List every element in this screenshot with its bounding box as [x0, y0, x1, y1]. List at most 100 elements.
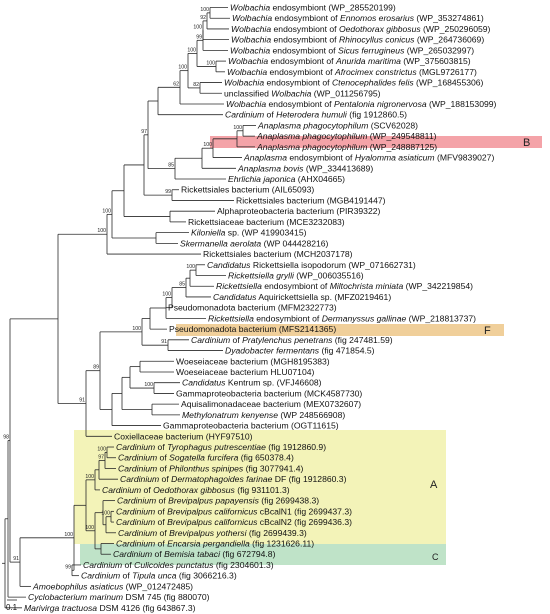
tip-label: Gammaproteobacteria bacterium (MCK458773…	[176, 388, 362, 398]
tip-label: Woeseiaceae bacterium HLU07104)	[176, 367, 315, 377]
tip-label: Wolbachia endosymbiont of Afrocimex cons…	[227, 67, 477, 77]
bootstrap-value: 85	[179, 282, 185, 288]
clade-a-letter: A	[430, 479, 438, 491]
clade-b-letter: B	[523, 137, 530, 149]
tip-label: Amoebophilus asiaticus (WP_012472485)	[32, 581, 193, 591]
tip-label: Cardinium of Heterodera humuli (fig 1912…	[225, 110, 407, 120]
tip-label: Wolbachia endosymbiont (WP_285520199)	[230, 3, 396, 13]
tip-label: Wolbachia endosymbiont of Pentalonia nig…	[226, 99, 497, 109]
bootstrap-value: 99	[65, 564, 71, 570]
tip-label: Ehrlichia japonica (AHX04665)	[228, 174, 345, 184]
tip-label: Dyadobacter fermentans (fig 471854.5)	[225, 346, 375, 356]
tip-label: Kiloniella sp. (WP 419903415)	[191, 228, 307, 238]
tip-label: Cardinium of Philonthus spinipes (fig 30…	[118, 463, 304, 473]
bootstrap-value: 91	[79, 397, 85, 403]
tip-label: Cardinium of Brevipalpus californicus cB…	[116, 506, 352, 516]
bootstrap-value: 100	[206, 60, 215, 66]
tip-label: Rickettsiella endosymbiont of Dermanyssu…	[208, 313, 476, 323]
bootstrap-value: 100	[101, 511, 110, 517]
bootstrap-value: 100	[233, 125, 242, 131]
bootstrap-value: 100	[200, 7, 209, 13]
bootstrap-value: 85	[168, 163, 174, 169]
tip-label: Rickettsiaceae bacterium (MCE3232083)	[188, 217, 345, 227]
bootstrap-value: 100	[187, 47, 196, 53]
bootstrap-value: 82	[193, 82, 199, 88]
tip-label: Cardinium of Brevipalpus californicus cB…	[116, 517, 352, 527]
bootstrap-value: 100	[85, 525, 94, 531]
bootstrap-value: 98	[3, 434, 9, 440]
tip-label: Candidatus Rickettsiella isopodorum (WP_…	[207, 260, 416, 270]
bootstrap-value: 91	[13, 556, 19, 562]
clade-a-highlight	[74, 430, 446, 544]
tip-label: Cardinium of Brevipalpus papayensis (fig…	[117, 496, 319, 506]
tip-label: Candidatus Kentrum sp. (VFJ46608)	[182, 378, 322, 388]
bootstrap-value: 92	[200, 15, 206, 21]
tip-label: Wolbachia endosymbiont of Sicus ferrugin…	[230, 45, 474, 55]
tip-label: Candidatus Aquirickettsiella sp. (MFZ021…	[213, 292, 391, 302]
tip-label: unclassified Wolbachia (WP_011256795)	[224, 88, 381, 98]
bootstrap-value: 97	[98, 454, 104, 460]
bootstrap-value: 100	[144, 382, 153, 388]
bootstrap-value: 100	[97, 228, 106, 234]
tip-label: Rickettsiales bacterium (MCH2037178)	[203, 249, 353, 259]
bootstrap-value: 99	[196, 34, 202, 40]
bootstrap-value: 100	[203, 142, 212, 148]
tree-branches	[2, 7, 256, 609]
bootstrap-value: 100	[178, 65, 187, 71]
tip-label: Anaplasma phagocytophilum (SCV62028)	[257, 120, 418, 130]
tip-label: Cardinium of Brevipalpus yothersi (fig 2…	[118, 528, 307, 538]
tip-label: Coxiellaceae bacterium (HYF97510)	[114, 431, 253, 441]
tip-label: Wolbachia endosymbiont of Anurida mariti…	[228, 56, 471, 66]
tip-label: Anaplasma bovis (WP_334413689)	[237, 163, 373, 173]
bootstrap-value: 100	[162, 292, 171, 298]
tip-label: Marivirga tractuosa DSM 4126 (fig 643867…	[24, 603, 196, 613]
tip-label: Anaplasma phagocytophilum (WP_248887125)	[256, 142, 437, 152]
tip-label: Cardinium of Pratylenchus penetrans (fig…	[191, 335, 393, 345]
tip-label: Cardinium of Dermatophagoides farinae DF…	[120, 474, 347, 484]
bootstrap-value: 100	[85, 474, 94, 480]
clade-letters: A B C F	[430, 137, 530, 562]
tip-label: Wolbachia endosymbiont of Rhinocyllus co…	[231, 35, 484, 45]
tip-label: Anaplasma phagocytophilum (WP_249548811)	[256, 131, 437, 141]
tip-label: Cyclobacterium marinum DSM 745 (fig 8800…	[28, 592, 210, 602]
tip-label: Cardinium of Oedothorax gibbosus (fig 93…	[102, 485, 290, 495]
bootstrap-value: 89	[93, 365, 99, 371]
tip-label: Cardinium of Sogatella furcifera (fig 65…	[118, 453, 294, 463]
bootstrap-value: 100	[64, 532, 73, 538]
tip-label: Cardinium of Tipula unca (fig 3066216.3)	[81, 571, 237, 581]
tip-label: Cardinium of Tyrophagus putrescentiae (f…	[116, 442, 326, 452]
scale-bar: 0.1	[6, 599, 18, 612]
scale-bar-label: 0.1	[6, 603, 18, 612]
tip-label: Gammaproteobacteria bacterium (OGT11615)	[163, 421, 339, 431]
tip-label: Woeseiaceae bacterium (MGH8195383)	[176, 356, 330, 366]
tip-label: Alphaproteobacteria bacterium (PIR39322)	[217, 206, 381, 216]
bootstrap-value: 100	[97, 446, 106, 452]
bootstrap-value: 99	[165, 189, 171, 195]
tip-label: Cardinium of Bemisia tabaci (fig 672794.…	[113, 549, 276, 559]
tip-label: Pseudomonadota bacterium (MFS2141365)	[169, 324, 336, 334]
clade-f-letter: F	[484, 325, 491, 337]
tip-label: Cardinium of Encarsia pergandiella (fig …	[116, 539, 314, 549]
tip-label: Anaplasma endosymbiont of Hyalomma asiat…	[243, 153, 494, 163]
tip-label: Rickettsiales bacterium (AIL65093)	[181, 185, 314, 195]
tip-label: Methylonatrum kenyense (WP 248566908)	[182, 410, 345, 420]
tip-label: Wolbachia endosymbiont of Oedothorax gib…	[231, 24, 491, 34]
tip-label: Aquisalimonadaceae bacterium (MEX0732607…	[181, 399, 361, 409]
tip-label: Rickettsiella endosymbiont of Miltochris…	[216, 281, 473, 291]
tip-label: Cardinium of Culicoides punctatus (fig 2…	[83, 560, 274, 570]
clade-c-letter: C	[432, 552, 439, 562]
clade-highlights	[74, 136, 542, 565]
clade-f-highlight	[176, 324, 504, 336]
tip-labels: Wolbachia endosymbiont (WP_285520199)Wol…	[24, 3, 497, 613]
tip-label: Wolbachia endosymbiont of Ennomos erosar…	[232, 13, 484, 23]
bootstrap-value: 100	[102, 208, 111, 214]
clade-c-highlight	[80, 544, 446, 565]
bootstrap-value: 91	[161, 339, 167, 345]
tip-label: Rickettsiales bacterium (MGB4191447)	[236, 195, 386, 205]
bootstrap-value: 100	[186, 264, 195, 270]
bootstrap-value: 100	[193, 24, 202, 30]
tip-label: Pseudomonadota bacterium (MFM2322773)	[168, 303, 337, 313]
clade-b-highlight	[210, 136, 542, 148]
bootstrap-values: 1009210099100100821006210085100991001009…	[3, 7, 242, 570]
